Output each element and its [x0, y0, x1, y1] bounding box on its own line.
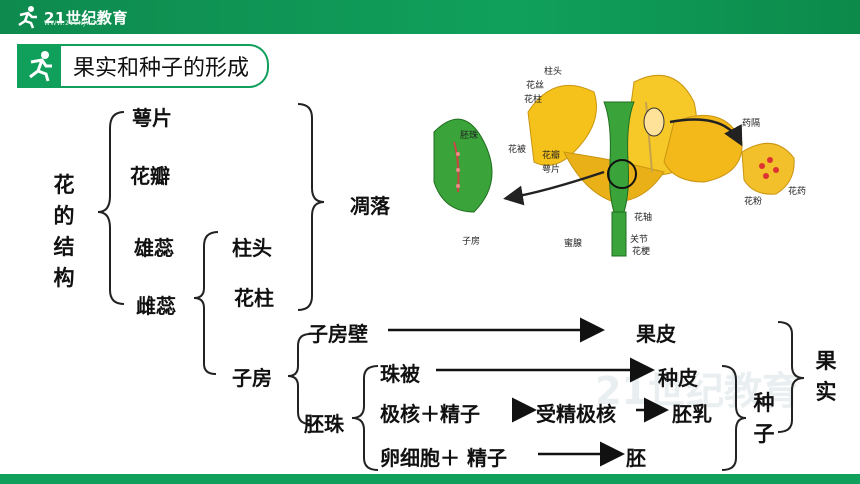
diagram-label: 花柱	[524, 95, 543, 105]
polar-plus-sperm-label: 极核＋精子	[380, 402, 480, 426]
label-char: 构	[53, 266, 75, 290]
stalk-shape	[611, 211, 627, 257]
endosperm-label: 胚乳	[672, 402, 712, 426]
fruit-label: 果 实	[814, 346, 838, 408]
pericarp-label: 果皮	[636, 322, 676, 346]
label-char: 果	[815, 349, 837, 373]
header-bar: 21世纪教育 WWW.21CNJY.COM	[0, 0, 860, 34]
brace-pistil	[193, 231, 219, 375]
flower-diagram: 柱头 花丝 花柱 花瓣 萼片 花被 胚珠 子房 蜜腺 花轴 关节 花梗 药隔 花…	[424, 62, 860, 262]
pistil-label: 雌蕊	[136, 294, 176, 318]
diagram-arrow-right	[669, 118, 743, 147]
label-char: 花	[53, 173, 75, 197]
diagram-label: 花粉	[744, 197, 763, 207]
seed-coat-label: 种皮	[658, 366, 698, 390]
slide-title-box: 果实和种子的形成	[17, 44, 270, 88]
diagram-label: 花轴	[634, 213, 653, 223]
brace-seed	[721, 365, 747, 471]
integument-label: 珠被	[380, 362, 420, 386]
label-char: 实	[815, 380, 837, 404]
label-char: 结	[53, 235, 75, 259]
diagram-label: 花瓣	[542, 151, 561, 161]
ovule-dot	[456, 184, 460, 188]
ovary-wall-label: 子房壁	[308, 322, 368, 346]
page-title: 果实和种子的形成	[73, 56, 250, 81]
ovule-label: 胚珠	[304, 412, 344, 436]
diagram-label: 柱头	[544, 67, 563, 77]
diagram-label: 萼片	[542, 165, 561, 175]
ovary-label: 子房	[232, 366, 272, 390]
sepal-label: 萼片	[132, 106, 172, 130]
logo-text: 21世纪教育	[44, 8, 128, 27]
brace-flower	[97, 111, 125, 305]
seed-label: 种 子	[752, 388, 776, 450]
diagram-label: 子房	[462, 237, 481, 247]
diagram-label: 胚珠	[460, 131, 479, 141]
style-label: 花柱	[234, 286, 274, 310]
flower-structure-label: 花 的 结 构	[52, 170, 76, 294]
withered-label: 凋落	[350, 194, 390, 218]
petal-shape	[527, 84, 597, 166]
brace-ovary	[287, 333, 311, 425]
pollen	[773, 167, 779, 173]
ovary-section	[433, 118, 493, 213]
label-char: 的	[53, 204, 75, 228]
diagram-label: 花药	[788, 187, 807, 197]
diagram-label: 花梗	[632, 247, 651, 257]
fertilized-polar-label: 受精极核	[536, 402, 616, 426]
stamen-label: 雄蕊	[134, 236, 174, 260]
pollen	[763, 173, 769, 179]
brace-withered	[297, 103, 325, 311]
ovule-dot	[456, 152, 460, 156]
site-logo: 21世纪教育	[14, 4, 128, 30]
logo-subtext: WWW.21CNJY.COM	[44, 20, 107, 27]
diagram-arrow-left	[503, 170, 605, 206]
petal-label: 花瓣	[130, 164, 170, 188]
ovule-dot	[456, 168, 460, 172]
stigma-label: 柱头	[232, 236, 272, 260]
anther	[643, 107, 665, 137]
ovary-circle	[607, 159, 637, 189]
title-pill: 果实和种子的形成	[61, 44, 270, 88]
runner-logo-icon	[18, 6, 37, 29]
running-man-icon	[17, 44, 61, 88]
flower-illustration	[433, 74, 795, 257]
pollen	[767, 157, 773, 163]
label-char: 子	[753, 422, 775, 446]
egg-plus-sperm-label: 卵细胞＋ 精子	[380, 446, 507, 470]
embryo-label: 胚	[626, 446, 646, 470]
brace-ovule	[351, 365, 379, 471]
bottom-bar	[0, 474, 860, 484]
stamen-section	[741, 142, 795, 195]
diagram-label: 蜜腺	[564, 239, 583, 249]
diagram-label: 药隔	[742, 119, 761, 129]
diagram-label: 关节	[630, 235, 649, 245]
petal-shape	[663, 114, 743, 183]
diagram-label: 花被	[508, 145, 527, 155]
label-char: 种	[753, 391, 775, 415]
brace-fruit	[777, 321, 805, 433]
watermark: 21世纪教育	[595, 369, 800, 413]
pollen	[759, 163, 765, 169]
diagram-label: 花丝	[526, 81, 545, 91]
